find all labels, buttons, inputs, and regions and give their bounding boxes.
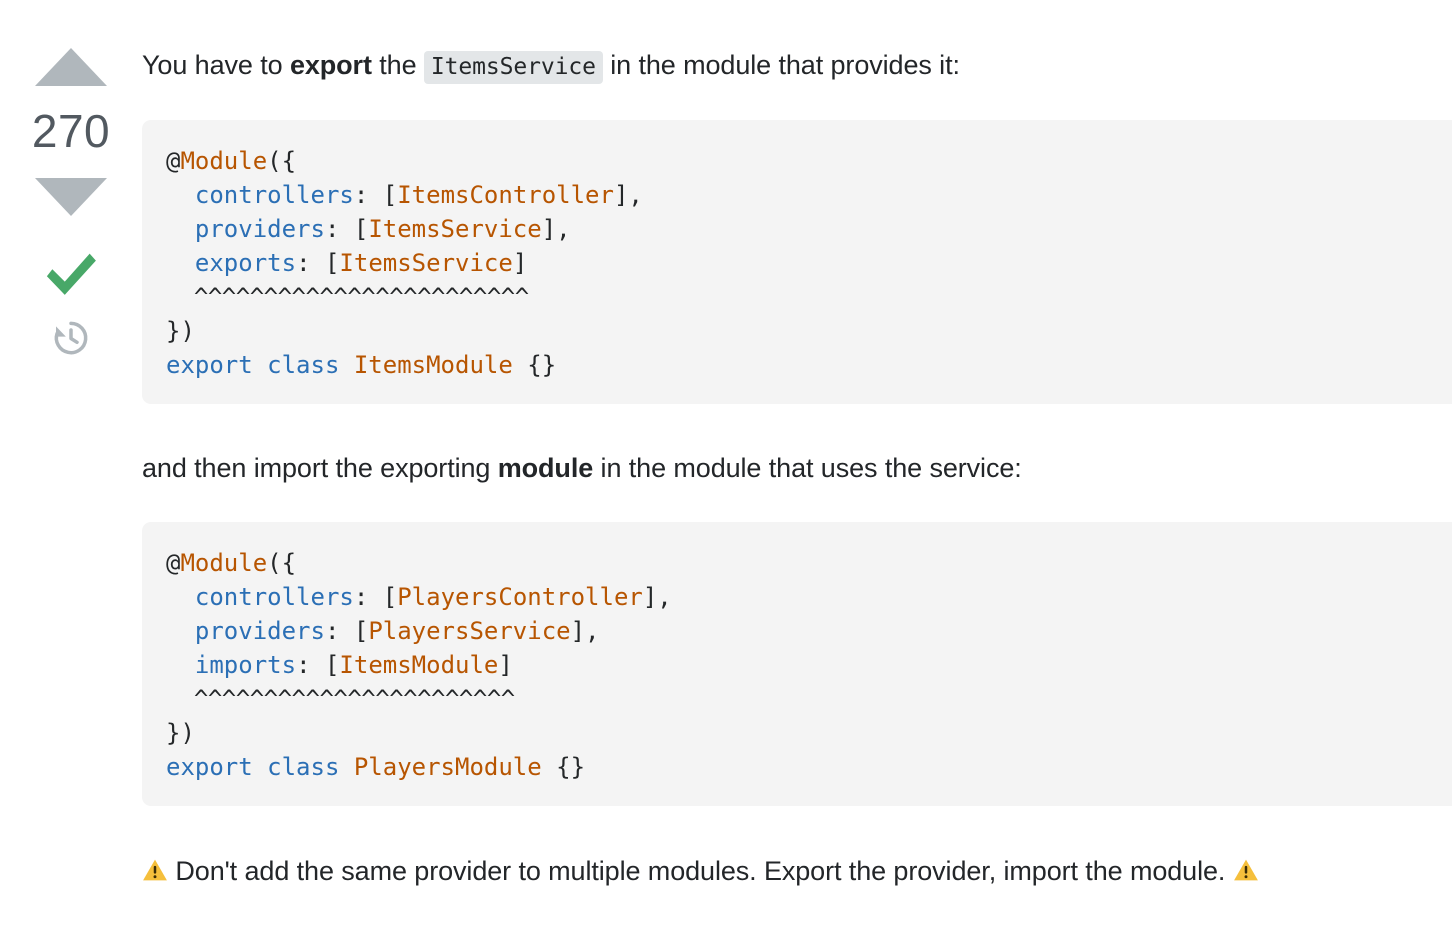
paragraph-1-bold: export [289,50,372,80]
vote-cell: 270 [0,0,142,946]
accepted-answer-check-icon [46,253,96,295]
warning-icon [143,859,167,881]
paragraph-2-after: in the module that uses the service: [593,453,1022,483]
paragraph-2-before: and then import the exporting [142,453,498,483]
vote-count: 270 [31,105,111,157]
paragraph-export-intro: You have to export the ItemsService in t… [142,46,960,84]
paragraph-import-intro: and then import the exporting module in … [142,449,1022,487]
inline-code-itemsservice: ItemsService [423,51,603,84]
paragraph-2-bold: module [497,453,594,483]
paragraph-1-after: in the module that provides it: [602,50,960,80]
code-block-items-module[interactable]: @Module({ controllers: [ItemsController]… [142,120,1452,404]
answer-body: You have to export the ItemsService in t… [142,0,1452,946]
edit-history-clock-icon[interactable] [51,318,91,358]
code-block-1-content: @Module({ controllers: [ItemsController]… [166,147,643,379]
warning-icon-trailing [1233,859,1258,881]
paragraph-1-middle: the [371,50,424,80]
warning-text: Don't add the same provider to multiple … [168,856,1233,886]
paragraph-1-before: You have to [142,50,290,80]
upvote-button[interactable] [35,48,107,86]
code-block-players-module[interactable]: @Module({ controllers: [PlayersControlle… [142,522,1452,806]
paragraph-warning: Don't add the same provider to multiple … [142,852,1259,890]
downvote-button[interactable] [35,178,107,216]
code-block-2-content: @Module({ controllers: [PlayersControlle… [166,549,672,781]
